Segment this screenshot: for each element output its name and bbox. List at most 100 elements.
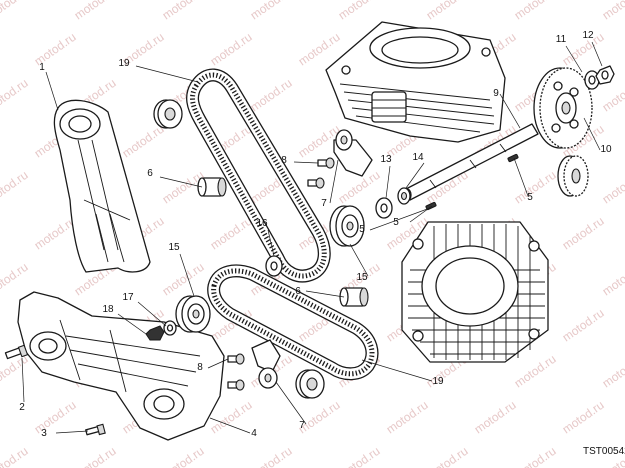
washer-11	[584, 70, 600, 90]
watermark-text: motod.ru	[160, 260, 207, 299]
callout-15: 15	[356, 272, 368, 283]
watermark-text: motod.ru	[472, 398, 519, 437]
leader-line	[267, 229, 275, 257]
leader-line	[513, 157, 529, 197]
washer-16	[265, 255, 283, 277]
leader-line	[409, 205, 433, 223]
watermark-text: motod.ru	[160, 444, 207, 468]
callout-5: 5	[527, 192, 533, 203]
callout-5: 5	[393, 217, 399, 228]
callout-19: 19	[432, 376, 444, 387]
callout-16: 16	[256, 218, 268, 229]
watermark-text: motod.ru	[0, 352, 31, 391]
leader-line	[275, 381, 307, 425]
key-5-a	[507, 153, 519, 163]
callout-17: 17	[122, 292, 134, 303]
watermark-text: motod.ru	[208, 214, 255, 253]
idler-roller-lower	[295, 369, 325, 399]
leader-line	[45, 71, 59, 111]
bolt-upper-a	[317, 157, 335, 169]
callout-10: 10	[600, 144, 612, 155]
watermark-text: motod.ru	[512, 352, 559, 391]
callout-6: 6	[295, 286, 301, 297]
key-5-b	[425, 201, 437, 211]
cover-screw-2	[4, 344, 29, 360]
watermark-text: motod.ru	[512, 444, 559, 468]
leader-line	[179, 253, 195, 297]
watermark-text: motod.ru	[0, 168, 31, 207]
watermark-text: motod.ru	[32, 398, 79, 437]
timing-gear-large	[533, 67, 593, 149]
watermark-text: motod.ru	[248, 444, 295, 468]
leader-line	[207, 358, 229, 369]
callout-13: 13	[380, 154, 392, 165]
idler-pulley-upper	[153, 99, 183, 129]
rear-belt-cover	[53, 99, 151, 273]
callout-14: 14	[412, 152, 424, 163]
leader-lines	[21, 41, 603, 434]
leader-line	[583, 117, 601, 151]
callout-3: 3	[41, 428, 47, 439]
watermark-text: motod.ru	[424, 0, 471, 22]
watermark-text: motod.ru	[384, 398, 431, 437]
timing-gear-small	[557, 155, 589, 197]
leader-line	[137, 301, 167, 327]
watermark-text: motod.ru	[0, 0, 31, 22]
watermark-text: motod.ru	[424, 444, 471, 468]
callout-9: 9	[493, 88, 499, 99]
spacer-upper	[197, 177, 227, 197]
watermark-text: motod.ru	[248, 0, 295, 22]
spacer-lower	[339, 287, 369, 307]
belt-pulley-lower	[175, 295, 211, 333]
nut-17	[163, 320, 177, 336]
watermark-text: motod.ru	[512, 0, 559, 22]
callout-19: 19	[118, 58, 130, 69]
leader-line	[305, 290, 345, 298]
cover-screw-3	[85, 423, 106, 436]
callout-2: 2	[19, 402, 25, 413]
callout-4: 4	[251, 428, 257, 439]
leader-line	[329, 159, 339, 204]
leader-line	[361, 359, 433, 382]
leader-line	[135, 65, 199, 83]
leader-line	[591, 41, 603, 67]
watermark-text: motod.ru	[0, 76, 31, 115]
callout-11: 11	[556, 34, 567, 45]
watermark-text: motod.ru	[600, 168, 625, 207]
timing-belt-upper	[186, 68, 331, 283]
watermark-text: motod.ru	[0, 444, 31, 468]
bolt-lower-b	[227, 379, 245, 391]
callout-1: 1	[39, 62, 45, 73]
callout-18: 18	[102, 304, 114, 315]
leader-line	[159, 176, 203, 188]
watermark-text: motod.ru	[336, 0, 383, 22]
callout-15: 15	[168, 242, 180, 253]
callout-5: 5	[359, 224, 365, 235]
watermark-text: motod.ru	[208, 30, 255, 69]
leader-line	[369, 207, 431, 231]
watermark-text: motod.ru	[72, 444, 119, 468]
leader-line	[21, 357, 25, 403]
leader-line	[499, 93, 521, 129]
watermark-text: motod.ru	[600, 260, 625, 299]
watermark-text: motod.ru	[72, 0, 119, 22]
diagram-code: TST00542	[583, 446, 625, 457]
washer-13	[375, 197, 393, 219]
watermark-text: motod.ru	[560, 306, 607, 345]
leader-line	[385, 165, 391, 199]
leader-line	[209, 417, 251, 434]
callout-7: 7	[299, 420, 305, 431]
leader-line	[405, 162, 425, 189]
watermark-text: motod.ru	[600, 352, 625, 391]
nut-12	[595, 65, 615, 85]
leader-line	[349, 243, 369, 277]
callout-8: 8	[281, 155, 287, 166]
watermark-text: motod.ru	[0, 260, 31, 299]
watermark-text: motod.ru	[160, 0, 207, 22]
watermark-text: motod.ru	[120, 122, 167, 161]
watermark-text: motod.ru	[560, 214, 607, 253]
leader-line	[565, 45, 583, 73]
callout-12: 12	[582, 30, 594, 41]
